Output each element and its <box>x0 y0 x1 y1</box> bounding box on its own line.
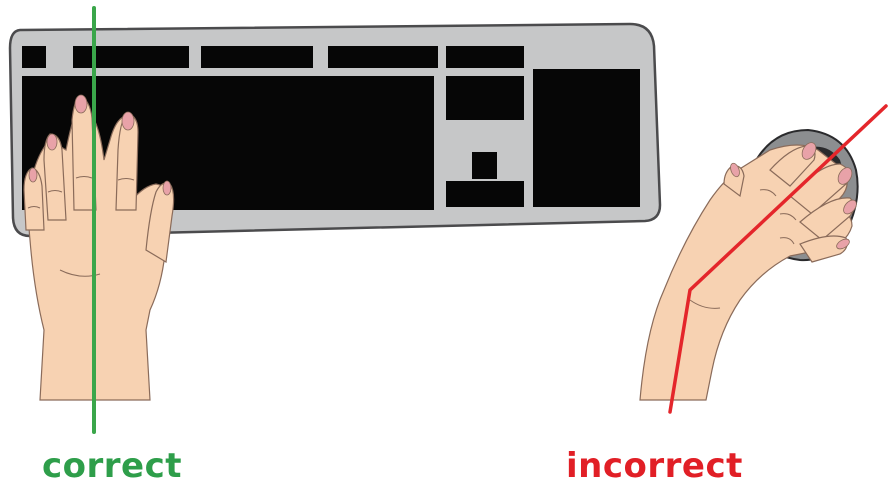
right-hand-on-mouse <box>639 142 857 401</box>
incorrect-alignment-line <box>668 104 888 414</box>
right-hand-little-finger <box>799 235 848 263</box>
key-function-row-3 <box>328 46 438 68</box>
key-function-row-2 <box>201 46 313 68</box>
right-hand-nail-ring <box>843 199 857 215</box>
left-hand-nail-index <box>121 111 135 131</box>
key-escape <box>22 46 46 68</box>
left-hand-nail-little <box>28 167 38 183</box>
right-hand-nail-little <box>836 238 850 250</box>
key-numpad <box>533 69 640 207</box>
key-navigation-block <box>446 76 524 120</box>
right-hand-nail-middle <box>837 167 853 185</box>
right-hand-creases <box>689 189 797 309</box>
key-function-row-4 <box>446 46 524 68</box>
right-hand-nail-thumb <box>730 162 740 178</box>
key-function-row-1 <box>73 46 189 68</box>
left-hand-creases <box>27 176 135 277</box>
left-hand-nail-ring <box>46 133 58 151</box>
right-hand-ring-finger <box>799 197 855 241</box>
left-hand-nail-middle <box>74 94 88 114</box>
left-hand-typing <box>23 94 175 401</box>
left-hand-nail-thumb <box>162 180 172 196</box>
keyboard <box>8 22 662 238</box>
key-arrow-up <box>472 152 497 179</box>
incorrect-label: incorrect <box>566 446 743 486</box>
correct-label: correct <box>42 446 183 486</box>
left-hand-ring-finger <box>43 133 67 221</box>
key-arrow-row <box>446 181 524 207</box>
right-hand-nail-index <box>801 142 817 160</box>
